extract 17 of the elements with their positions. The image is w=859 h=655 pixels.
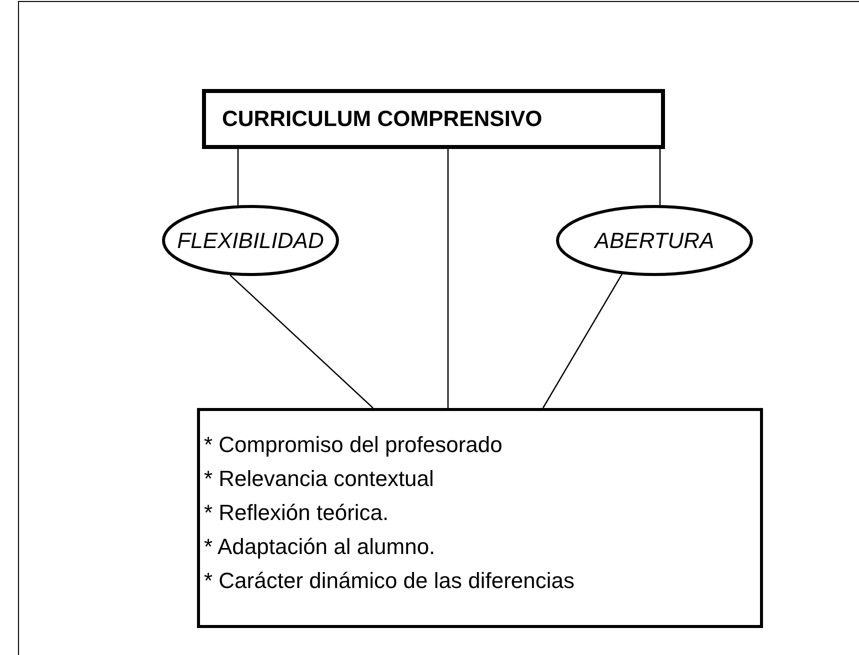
list-item: * Adaptación al alumno. [204, 533, 436, 561]
connector-line [659, 149, 661, 206]
node-label: ABERTURA [594, 226, 714, 254]
ellipse-node [556, 205, 753, 276]
connector-line [447, 149, 449, 408]
list-item: * Carácter dinámico de las diferencias [204, 567, 575, 595]
ellipse-node [162, 205, 339, 276]
list-item: * Reflexión teórica. [204, 499, 389, 527]
title-text: CURRICULUM COMPRENSIVO [222, 105, 542, 133]
connector-line [230, 274, 374, 408]
node-label: FLEXIBILIDAD [177, 226, 324, 254]
title-box [202, 89, 665, 149]
connector-line [542, 274, 623, 408]
list-item: * Relevancia contextual [204, 465, 434, 493]
list-box [197, 408, 763, 628]
connector-line [237, 149, 239, 206]
list-item: * Compromiso del profesorado [204, 431, 502, 459]
